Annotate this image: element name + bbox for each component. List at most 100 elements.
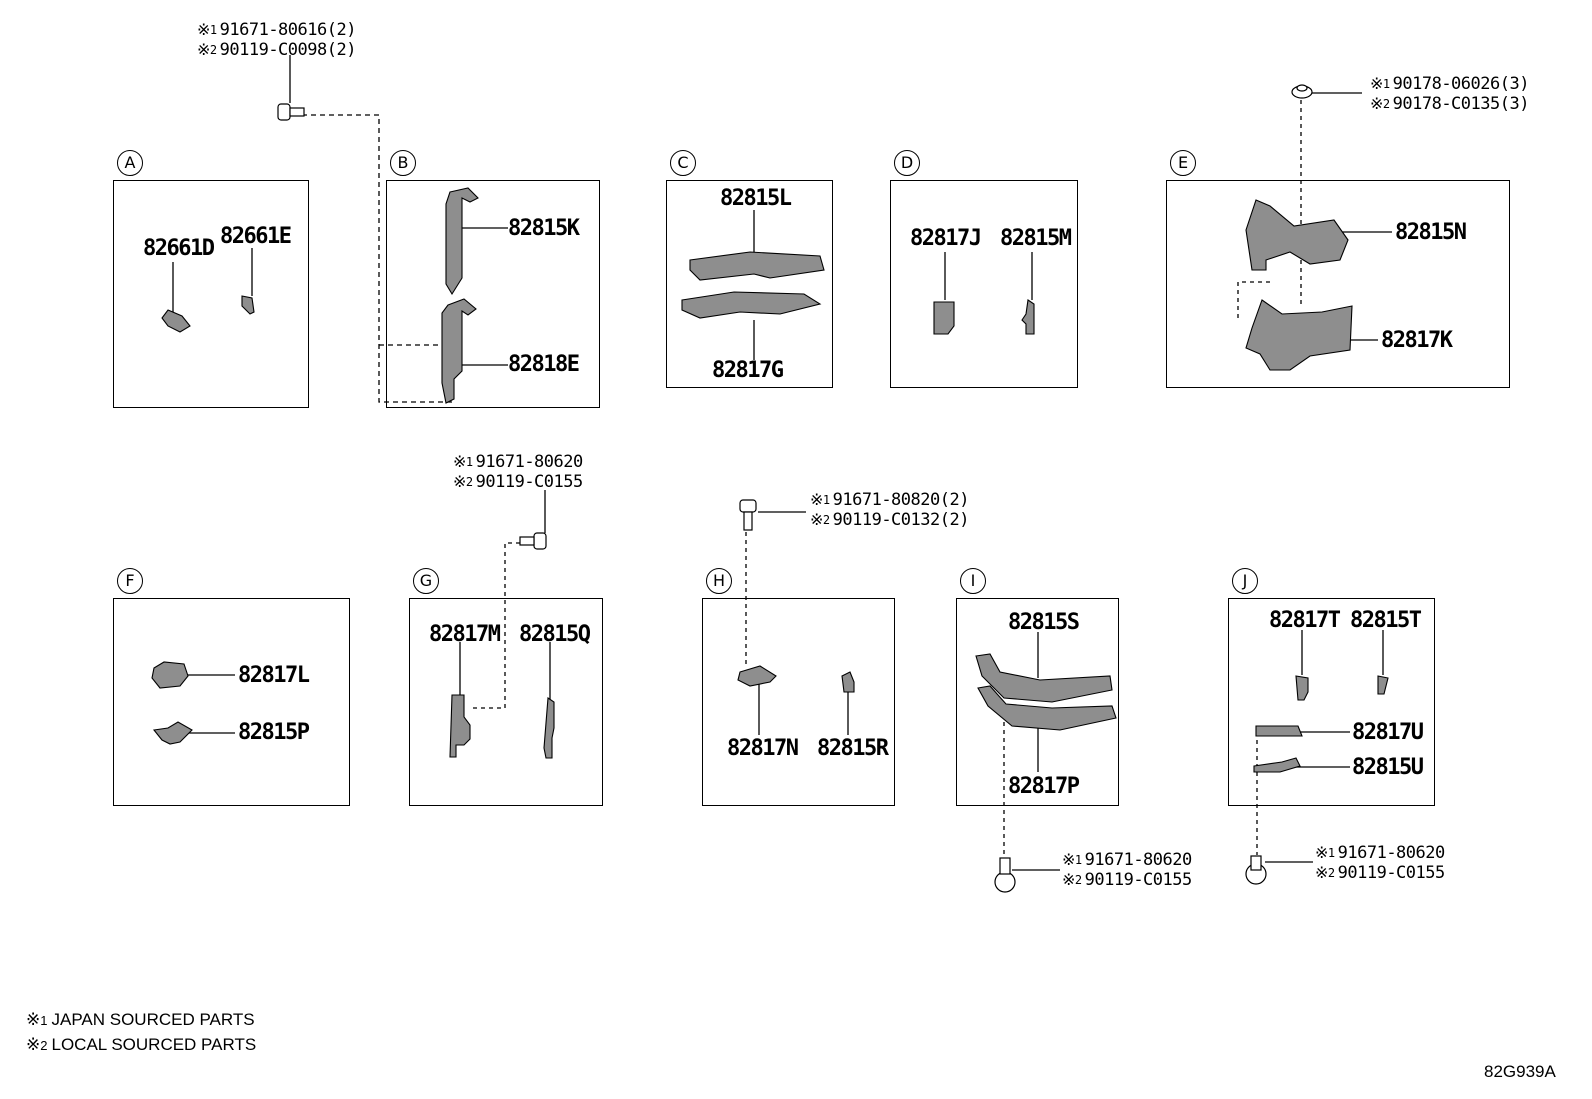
- group-box-c: [666, 180, 833, 388]
- group-label-g: G: [413, 568, 439, 594]
- asterisk-mark: ※: [197, 40, 210, 59]
- part-label-82817m[interactable]: 82817M: [429, 622, 501, 647]
- asterisk-mark: ※: [1062, 850, 1075, 869]
- part-82661e-shape: [241, 295, 255, 315]
- asterisk-mark: ※: [1370, 74, 1383, 93]
- group-label-d: D: [894, 150, 920, 176]
- part-82817t-shape: [1295, 675, 1309, 701]
- part-label-82817g[interactable]: 82817G: [712, 358, 784, 383]
- group-box-g: [409, 598, 603, 806]
- part-82817g-shape: [681, 291, 822, 319]
- group-label-e: E: [1170, 150, 1196, 176]
- group-label-c: C: [670, 150, 696, 176]
- part-label-82815u[interactable]: 82815U: [1352, 755, 1424, 780]
- part-label-82817p[interactable]: 82817P: [1008, 774, 1080, 799]
- asterisk-mark: ※: [197, 20, 210, 39]
- part-label-82661d[interactable]: 82661D: [143, 236, 215, 261]
- part-82815l-shape: [689, 251, 825, 281]
- bolt-icon-j: [1245, 855, 1267, 885]
- asterisk-mark: ※: [810, 490, 823, 509]
- part-label-82661e[interactable]: 82661E: [220, 224, 292, 249]
- asterisk-mark: ※: [26, 1035, 41, 1055]
- nut-icon-e: [1291, 84, 1313, 99]
- part-label-82815s[interactable]: 82815S: [1008, 610, 1080, 635]
- group-label-i: I: [960, 568, 986, 594]
- part-82815q-shape: [543, 697, 555, 759]
- part-82815k-shape: [445, 187, 479, 296]
- asterisk-mark: ※: [1315, 863, 1328, 882]
- group-label-h: H: [706, 568, 732, 594]
- part-label-82817n[interactable]: 82817N: [727, 736, 799, 761]
- asterisk-mark: ※: [810, 510, 823, 529]
- part-82815r-shape: [841, 671, 855, 693]
- bolt-icon-i: [994, 857, 1016, 893]
- part-82815u-shape: [1253, 757, 1301, 773]
- part-label-82815r[interactable]: 82815R: [817, 736, 889, 761]
- part-label-82815t[interactable]: 82815T: [1350, 608, 1422, 633]
- part-82815t-shape: [1377, 675, 1389, 695]
- diagram-code: 82G939A: [1484, 1062, 1556, 1081]
- part-82817l-shape: [151, 661, 189, 689]
- part-label-82815q[interactable]: 82815Q: [519, 622, 591, 647]
- part-label-82818e[interactable]: 82818E: [508, 352, 580, 377]
- group-box-h: [702, 598, 895, 806]
- part-82815s-shape: [975, 653, 1113, 703]
- part-82817p-shape: [977, 685, 1117, 731]
- part-82817m-shape: [449, 694, 471, 758]
- part-82815n-shape: [1245, 199, 1349, 271]
- group-box-d: [890, 180, 1078, 388]
- part-82817n-shape: [737, 665, 777, 687]
- asterisk-mark: ※: [1370, 94, 1383, 113]
- part-label-82817l[interactable]: 82817L: [238, 663, 310, 688]
- bolt-icon-g: [519, 532, 547, 550]
- group-label-f: F: [117, 568, 143, 594]
- group-label-b: B: [390, 150, 416, 176]
- part-label-82817t[interactable]: 82817T: [1269, 608, 1341, 633]
- dashed-leader-g: [470, 542, 536, 709]
- part-82661d-shape: [161, 309, 191, 333]
- group-box-i: [956, 598, 1119, 806]
- part-label-82815k[interactable]: 82815K: [508, 216, 580, 241]
- part-label-82815m[interactable]: 82815M: [1000, 226, 1072, 251]
- bolt-icon-h: [739, 499, 757, 531]
- part-label-82817k[interactable]: 82817K: [1381, 328, 1453, 353]
- part-82817u-shape: [1255, 725, 1303, 737]
- bolt-icon-b: [277, 103, 305, 121]
- asterisk-mark: ※: [453, 452, 466, 471]
- part-82817j-shape: [933, 301, 955, 335]
- part-label-82817j[interactable]: 82817J: [910, 226, 982, 251]
- part-label-82817u[interactable]: 82817U: [1352, 720, 1424, 745]
- group-box-e: [1166, 180, 1510, 388]
- group-label-a: A: [117, 150, 143, 176]
- group-box-j: [1228, 598, 1435, 806]
- group-box-f: [113, 598, 350, 806]
- part-82817k-shape: [1245, 299, 1353, 371]
- part-82818e-shape: [441, 298, 477, 404]
- part-label-82815p[interactable]: 82815P: [238, 720, 310, 745]
- group-label-j: J: [1232, 568, 1258, 594]
- part-label-82815n[interactable]: 82815N: [1395, 220, 1467, 245]
- group-box-a: [113, 180, 309, 408]
- part-82815p-shape: [152, 721, 193, 745]
- part-label-82815l[interactable]: 82815L: [720, 186, 792, 211]
